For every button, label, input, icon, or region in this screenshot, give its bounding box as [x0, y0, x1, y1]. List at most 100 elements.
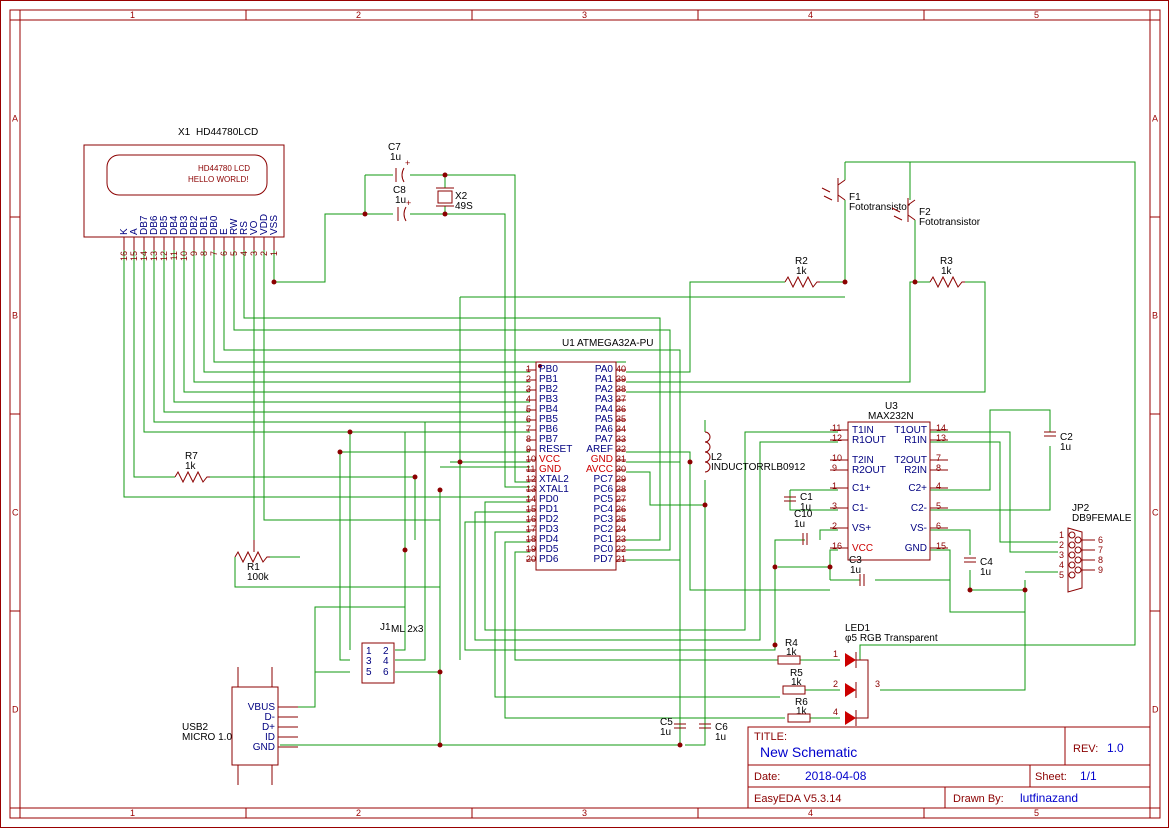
- resistor-r6[interactable]: R6 1k: [787, 697, 811, 723]
- row-label-left: D: [12, 705, 19, 715]
- crystal-x2[interactable]: X2 49S: [436, 187, 473, 212]
- max232-pin-name: T2OUT: [894, 455, 927, 466]
- mcu-pin-name: PB6: [539, 424, 558, 435]
- phototransistor-f1[interactable]: F1 Fototransistor: [821, 178, 911, 213]
- mcu-pin-number: 9: [526, 444, 531, 454]
- resistor-r3[interactable]: R3 1k: [929, 256, 965, 289]
- lcd-pin-number: 6: [219, 251, 229, 256]
- max232-pin-number: 15: [936, 541, 946, 551]
- mcu-pin-name: PA6: [595, 424, 614, 435]
- led-pin-1: 1: [833, 649, 838, 659]
- row-label-left: C: [12, 508, 19, 518]
- mcu-pin-name: PD7: [594, 554, 614, 565]
- mcu-pin-number: 7: [526, 424, 531, 434]
- max232-pin-name: R2IN: [904, 465, 927, 476]
- mcu-pin-number: 27: [616, 494, 626, 504]
- mcu-pin-name: PB2: [539, 384, 558, 395]
- mcu-pin-number: 28: [616, 484, 626, 494]
- resistor-r2[interactable]: R2 1k: [784, 256, 820, 289]
- mcu-pin-name: PB7: [539, 434, 558, 445]
- mcu-pin-name: PD6: [539, 554, 559, 565]
- db9-pin-number: 8: [1098, 555, 1103, 565]
- db9-pin-number: 6: [1098, 535, 1103, 545]
- mcu-pin-name: PD3: [539, 524, 559, 535]
- lcd-pin-number: 2: [259, 251, 269, 256]
- mcu-pin-number: 33: [616, 434, 626, 444]
- mcu-pin-name: PB5: [539, 414, 558, 425]
- sheet-value: 1/1: [1080, 769, 1097, 783]
- capacitor-c1[interactable]: C1 1u: [784, 492, 813, 513]
- max232-pin-number: 7: [936, 453, 941, 463]
- mcu-pin-number: 23: [616, 534, 626, 544]
- mcu-pin-number: 8: [526, 434, 531, 444]
- mcu-pin-name: VCC: [539, 454, 560, 465]
- led-pin-4: 4: [833, 707, 838, 717]
- max232-value: MAX232N: [868, 411, 914, 422]
- mcu-pin-name: PA3: [595, 394, 614, 405]
- r5-designator: R5: [790, 668, 803, 679]
- mcu-pin-name: PB3: [539, 394, 558, 405]
- capacitor-c4[interactable]: C4 1u: [964, 557, 993, 578]
- sheet-label: Sheet:: [1035, 771, 1067, 783]
- rgb-led[interactable]: LED1 φ5 RGB Transparent 1 2 3 4: [833, 623, 938, 726]
- capacitor-c6[interactable]: C6 1u: [699, 722, 728, 743]
- capacitor-c3[interactable]: C3 1u: [849, 555, 865, 586]
- c8-designator: C8: [393, 185, 406, 196]
- max232-pin-name: T1IN: [852, 425, 874, 436]
- mcu-pin-name: XTAL1: [539, 484, 569, 495]
- max232-pin-name: C2-: [911, 503, 927, 514]
- mcu-pin-number: 13: [526, 484, 536, 494]
- resistor-r7[interactable]: R7 1k: [174, 451, 210, 484]
- mcu-pin-number: 3: [526, 384, 531, 394]
- capacitor-c7[interactable]: C7 1u +: [388, 142, 410, 183]
- lcd-designator: X1: [178, 127, 191, 138]
- usb2-designator: USB2: [182, 722, 209, 733]
- col-label-bottom: 4: [808, 808, 813, 818]
- capacitor-c10[interactable]: C10 1u: [794, 509, 813, 545]
- lcd-pin-name: DB3: [179, 215, 190, 235]
- max232-pin-name: VS+: [852, 523, 871, 534]
- resistor-r5[interactable]: R5 1k: [782, 668, 806, 695]
- row-label-left: B: [12, 311, 18, 321]
- lcd-pin-name: RS: [239, 221, 250, 235]
- title-block: TITLE: New Schematic REV: 1.0 Date: 2018…: [747, 726, 1151, 809]
- f1-value: Fototransistor: [849, 202, 911, 213]
- pin-header-j1[interactable]: J1 ML 2x3 1 2 3 4 5 6: [361, 622, 424, 684]
- j1-designator: J1: [380, 622, 391, 633]
- capacitor-c8[interactable]: C8 1u +: [393, 185, 411, 222]
- potentiometer-r1[interactable]: R1 100k: [234, 540, 270, 583]
- resistor-r4[interactable]: R4 1k: [777, 638, 801, 665]
- mcu-pin-number: 19: [526, 544, 536, 554]
- inductor-l2[interactable]: L2 INDUCTORRLB0912: [704, 431, 806, 473]
- svg-text:2: 2: [383, 646, 389, 657]
- capacitor-c2[interactable]: C2 1u: [1044, 431, 1073, 453]
- date-label: Date:: [754, 771, 780, 783]
- max232-pin-number: 10: [832, 453, 842, 463]
- software-version: EasyEDA V5.3.14: [754, 793, 841, 805]
- mcu-value: ATMEGA32A-PU: [577, 338, 654, 349]
- max232-pin-name: T2IN: [852, 455, 874, 466]
- lcd-hd44780[interactable]: X1 HD44780LCD HD44780 LCD HELLO WORLD! K…: [83, 127, 285, 261]
- c4-designator: C4: [980, 557, 993, 568]
- c6-value: 1u: [715, 732, 726, 743]
- mcu-pin-number: 36: [616, 404, 626, 414]
- mcu-pin-name: PD0: [539, 494, 559, 505]
- svg-text:+: +: [405, 158, 410, 168]
- mcu-pin-number: 21: [616, 554, 626, 564]
- c10-designator: C10: [794, 509, 813, 520]
- max232-pin-number: 5: [936, 501, 941, 511]
- mcu-pin-name: PD2: [539, 514, 559, 525]
- lcd-pin-number: 12: [159, 251, 169, 261]
- db9-pin-number: 4: [1059, 560, 1064, 570]
- capacitor-c5[interactable]: C5 1u: [660, 717, 686, 738]
- mcu-pin-number: 26: [616, 504, 626, 514]
- mcu-pin-name: PB0: [539, 364, 558, 375]
- db9-pin-number: 7: [1098, 545, 1103, 555]
- max232-pin-number: 13: [936, 433, 946, 443]
- phototransistor-f2[interactable]: F2 Fototransistor: [891, 198, 981, 228]
- mcu-pin-number: 24: [616, 524, 626, 534]
